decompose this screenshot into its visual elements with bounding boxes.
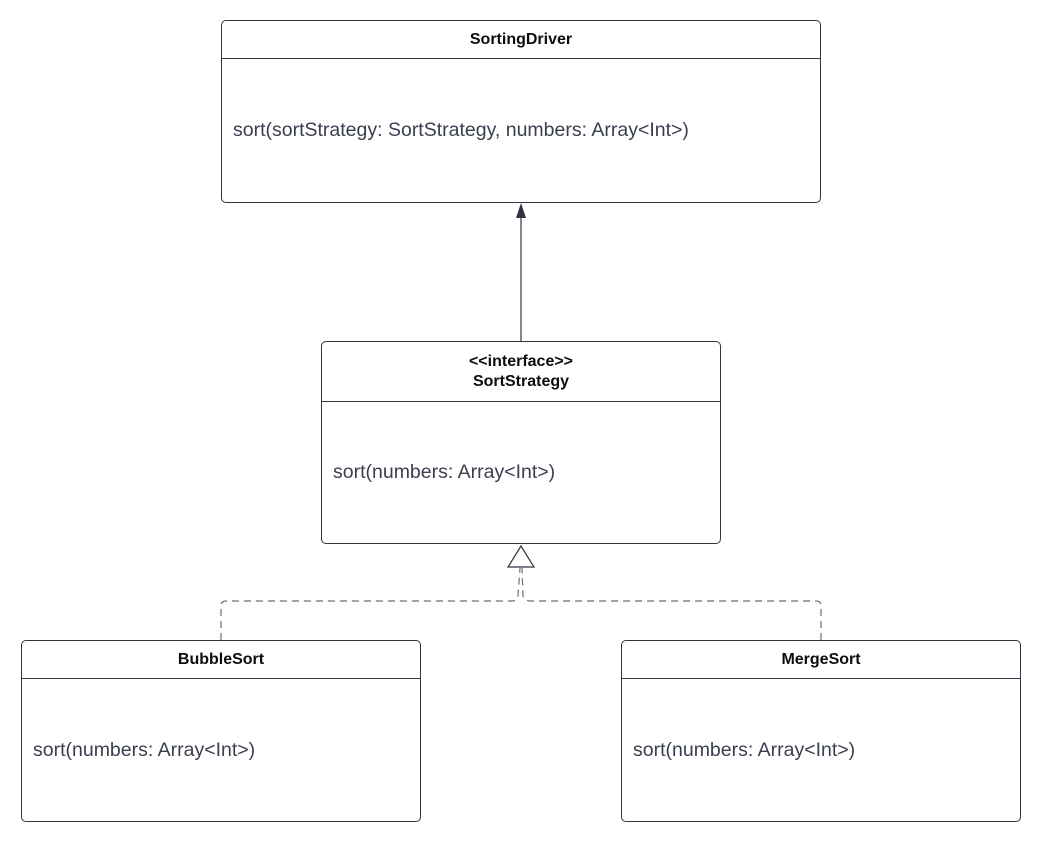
class-sorting-driver[interactable]: SortingDriver sort(sortStrategy: SortStr… <box>221 20 821 203</box>
realization-triangle-arrowhead <box>506 544 536 568</box>
class-header: MergeSort <box>622 641 1020 679</box>
class-methods: sort(sortStrategy: SortStrategy, numbers… <box>222 59 820 202</box>
class-name: SortingDriver <box>469 30 573 48</box>
method-signature: sort(numbers: Array<Int>) <box>633 738 856 761</box>
class-methods: sort(numbers: Array<Int>) <box>622 679 1020 821</box>
association-arrowhead <box>516 203 526 218</box>
class-name: SortStrategy <box>472 372 570 390</box>
class-bubble-sort[interactable]: BubbleSort sort(numbers: Array<Int>) <box>21 640 421 822</box>
realization-line-bubble <box>220 567 521 640</box>
class-merge-sort[interactable]: MergeSort sort(numbers: Array<Int>) <box>621 640 1021 822</box>
class-header: BubbleSort <box>22 641 420 679</box>
class-methods: sort(numbers: Array<Int>) <box>22 679 420 821</box>
interface-sort-strategy[interactable]: <<interface>> SortStrategy sort(numbers:… <box>321 341 721 544</box>
realization-line-merge <box>521 567 822 640</box>
method-signature: sort(numbers: Array<Int>) <box>333 461 556 483</box>
method-signature: sort(sortStrategy: SortStrategy, numbers… <box>233 119 689 141</box>
stereotype-label: <<interface>> <box>468 352 574 370</box>
class-name: BubbleSort <box>177 650 265 668</box>
class-header: SortingDriver <box>222 21 820 59</box>
method-signature: sort(numbers: Array<Int>) <box>33 738 256 761</box>
class-header: <<interface>> SortStrategy <box>322 342 720 402</box>
class-name: MergeSort <box>781 650 861 668</box>
class-methods: sort(numbers: Array<Int>) <box>322 402 720 543</box>
